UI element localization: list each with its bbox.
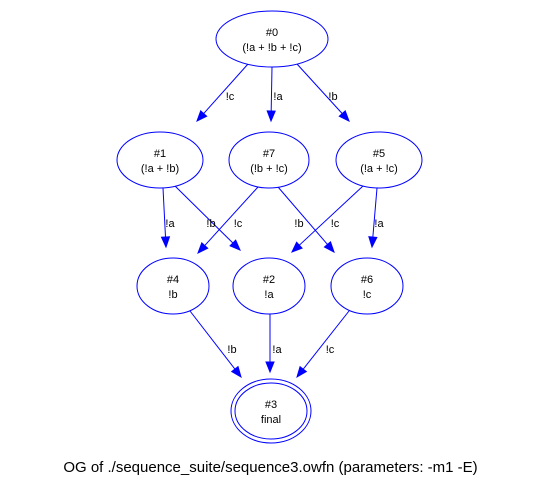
edges-layer: !c !a !b !a !b !c !b !c !a !b !a !c — [160, 63, 384, 379]
arrowhead — [197, 242, 209, 254]
node-ellipse — [335, 131, 423, 189]
node-title: #1 — [154, 148, 166, 160]
node-annotation: (!a + !c) — [360, 163, 398, 175]
arrowhead — [266, 110, 276, 123]
node-title: #5 — [373, 148, 385, 160]
arrowhead — [296, 365, 308, 379]
edge-label: !a — [165, 218, 175, 230]
edge-label: !c — [326, 344, 335, 356]
node-1: #1 (!a + !b) — [116, 131, 204, 189]
edge-line — [298, 185, 364, 246]
node-ellipse — [234, 382, 308, 440]
edge-5-to-2: !c — [291, 185, 364, 253]
node-ellipse — [232, 257, 306, 315]
arrowhead — [265, 361, 275, 374]
edge-line — [270, 66, 273, 112]
node-7: #7 (!b + !c) — [228, 131, 310, 189]
edge-label: !a — [273, 91, 283, 103]
edge-line — [204, 186, 259, 246]
edge-line — [162, 187, 166, 238]
edge-6-to-3: !c — [296, 310, 350, 379]
edge-label: !a — [272, 344, 282, 356]
node-title: #0 — [266, 27, 278, 39]
node-2: #2 !a — [232, 257, 306, 315]
node-title: #2 — [263, 274, 275, 286]
node-6: #6 !c — [330, 257, 404, 315]
node-title: #4 — [167, 274, 179, 286]
og-graph: !c !a !b !a !b !c !b !c !a !b !a !c #0 (!a + !b + !c… — [116, 10, 423, 444]
edge-0-to-5: !b — [296, 63, 350, 122]
edge-label: !b — [328, 91, 337, 103]
edge-line — [372, 187, 378, 238]
node-3: #3 final — [230, 378, 312, 444]
node-ellipse — [330, 257, 404, 315]
edge-line — [203, 63, 249, 114]
node-annotation: !a — [264, 289, 274, 301]
edge-0-to-7: !a — [266, 66, 283, 123]
node-title: #3 — [265, 399, 277, 411]
edge-label: !b — [227, 344, 236, 356]
node-ellipse — [136, 257, 210, 315]
node-ellipse — [228, 131, 310, 189]
arrowhead — [338, 110, 350, 122]
graph-caption: OG of ./sequence_suite/sequence3.owfn (p… — [63, 459, 478, 476]
edge-line — [302, 310, 350, 370]
edge-2-to-3: !a — [265, 314, 282, 374]
node-annotation: (!a + !b) — [141, 163, 179, 175]
arrowhead — [368, 236, 378, 249]
edge-label: !a — [374, 218, 384, 230]
arrowhead — [196, 110, 208, 123]
edge-line — [277, 186, 328, 245]
edge-7-to-6: !b — [277, 186, 335, 254]
arrowhead — [323, 240, 335, 254]
edge-1-to-4: !a — [160, 187, 175, 249]
edge-5-to-6: !a — [368, 187, 384, 249]
edge-0-to-1: !c — [196, 63, 249, 123]
nodes-layer: #0 (!a + !b + !c) #1 (!a + !b) #7 (!b + !c) #5… — [116, 10, 423, 444]
edge-4-to-3: !b — [189, 310, 242, 379]
node-annotation: (!a + !b + !c) — [242, 42, 301, 54]
node-annotation: (!b + !c) — [250, 163, 288, 175]
edge-label: !c — [331, 218, 340, 230]
node-4: #4 !b — [136, 257, 210, 315]
node-5: #5 (!a + !c) — [335, 131, 423, 189]
arrowhead — [291, 241, 303, 253]
edge-line — [174, 185, 234, 244]
node-ellipse — [215, 10, 329, 68]
node-annotation: !c — [363, 289, 372, 301]
node-title: #6 — [361, 274, 373, 286]
arrowhead — [230, 365, 242, 379]
node-0: #0 (!a + !b + !c) — [215, 10, 329, 68]
arrowhead — [229, 239, 241, 251]
node-ellipse — [116, 131, 204, 189]
node-annotation: !b — [168, 289, 177, 301]
edge-line — [189, 310, 236, 370]
node-title: #7 — [263, 148, 275, 160]
edge-label: !c — [226, 91, 235, 103]
edge-label: !b — [206, 218, 215, 230]
node-annotation: final — [261, 414, 281, 426]
edge-line — [296, 63, 343, 114]
edge-label: !c — [234, 218, 243, 230]
arrowhead — [160, 236, 171, 249]
edge-1-to-2: !b — [174, 185, 241, 251]
edge-7-to-4: !c — [197, 186, 259, 254]
edge-label: !b — [294, 218, 303, 230]
